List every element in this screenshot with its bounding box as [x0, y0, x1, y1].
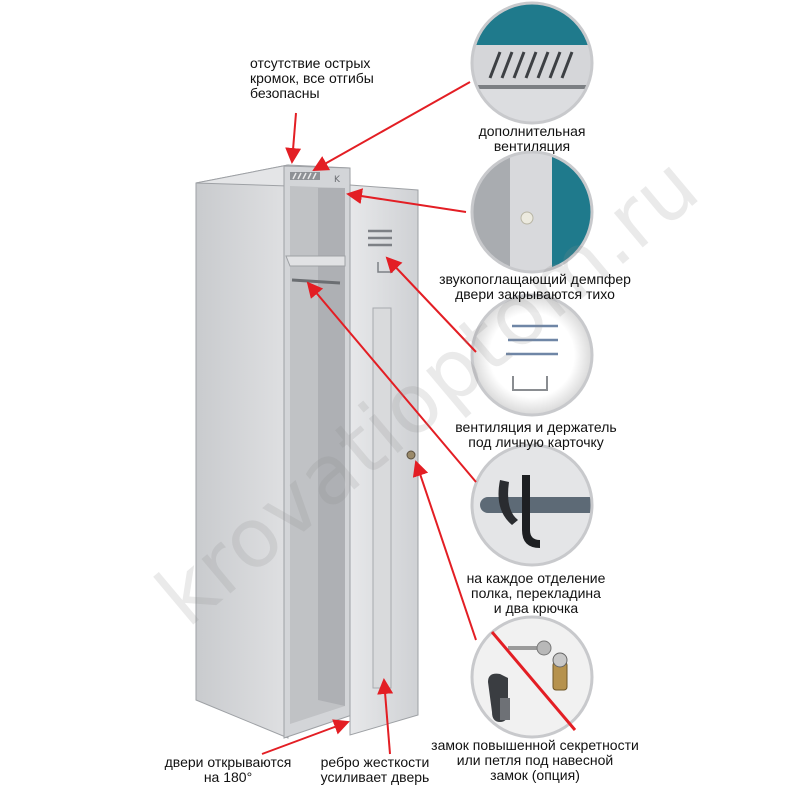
- label-vent-holder: вентиляция и держатель под личную карточ…: [455, 419, 617, 450]
- door-lock: [406, 450, 416, 460]
- label-damper: звукопоглащающий демпфер двери закрывают…: [439, 271, 631, 302]
- label-lock: замок повышенной секретности или петля п…: [431, 737, 639, 783]
- cabinet-shelf: [285, 255, 346, 267]
- detail-circle-locks: [470, 615, 594, 739]
- detail-circle-ventilation: [470, 1, 594, 125]
- label-door-opening: двери открываются на 180°: [164, 754, 292, 785]
- detail-circle-damper: [470, 150, 594, 274]
- svg-text:K: K: [334, 175, 341, 185]
- label-shelf-hooks: на каждое отделение полка, перекладина и…: [466, 570, 606, 616]
- detail-circle-vent-holder: [470, 293, 594, 417]
- pointer-arrows: [261, 81, 477, 755]
- cabinet-side-panel: [195, 164, 289, 739]
- label-stiffening-rib: ребро жесткости усиливает дверь: [320, 754, 430, 785]
- detail-circle-hooks: [470, 443, 594, 567]
- label-ventilation: дополнительная вентиляция: [478, 123, 586, 154]
- locker-cabinet: K: [195, 164, 419, 739]
- label-sharp-edges: отсутствие острых кромок, все отгибы без…: [250, 55, 374, 101]
- door-stiffening-rib: [372, 307, 392, 689]
